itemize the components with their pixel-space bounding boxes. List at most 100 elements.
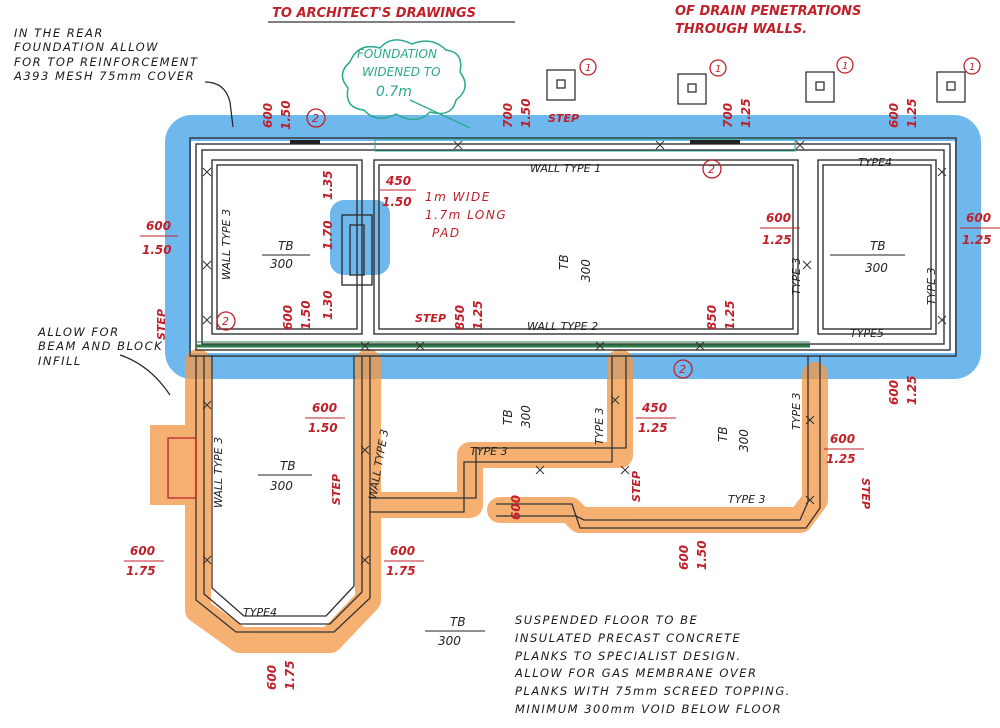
dim-175-front-c: 1.75 (126, 564, 156, 578)
dim-125-right-a: 1.25 (762, 233, 792, 247)
type-4-label-b: TYPE4 (243, 606, 277, 619)
wall-x-marker (202, 315, 212, 325)
dim-175-front-d: 1.75 (386, 564, 416, 578)
wall-x-marker (202, 555, 212, 565)
rear-walls (189, 137, 957, 357)
step-label-f: STEP (859, 478, 872, 509)
wall-x-marker (610, 395, 620, 405)
dim-135: 1.35 (321, 170, 335, 200)
beam-block-note: ALLOW FOR BEAM AND BLOCK INFILL (38, 325, 164, 368)
circle-markers-2 (216, 108, 722, 379)
wall-x-marker (655, 140, 665, 150)
wall-x-marker (202, 167, 212, 177)
tb-4: TB (557, 254, 571, 270)
front-walls (167, 356, 821, 633)
dim-125-b: 1.25 (723, 300, 737, 330)
dim-150-left: 1.50 (142, 243, 172, 257)
dim-850-a: 850 (453, 305, 467, 330)
dim-700-top-b: 700 (721, 103, 735, 128)
dim-125-right-c: 1.25 (905, 375, 919, 405)
dim-600-front-g: 600 (265, 665, 279, 690)
circle-1c: 1 (842, 61, 848, 72)
pad-note-3: PAD (432, 226, 461, 240)
wall-x-marker (360, 445, 370, 455)
circle-markers-1 (579, 56, 981, 77)
dim-700-top-a: 700 (501, 103, 515, 128)
tb-1: TB (278, 239, 294, 253)
wall-x-marker (695, 341, 705, 351)
cloud-text-2: WIDENED TO (362, 65, 441, 79)
tb-1-300: 300 (270, 257, 293, 271)
cloud-text-3: 0.7m (376, 84, 412, 100)
dim-150-top-a: 1.50 (279, 100, 293, 130)
dim-175-front-g: 1.75 (283, 660, 297, 690)
step-label-a: STEP (548, 112, 579, 125)
cloud-text-1: FOUNDATION (357, 47, 437, 61)
dim-600-top-c: 600 (887, 103, 901, 128)
type-3-label-f: TYPE 3 (790, 392, 803, 430)
tb-3-300: 300 (270, 479, 293, 493)
dim-125-top-a: 1.25 (739, 98, 753, 128)
tb-2: TB (870, 239, 886, 253)
step-label-c: STEP (155, 309, 168, 340)
wall-x-marker (620, 465, 630, 475)
wall-type-2-label: WALL TYPE 2 (527, 320, 598, 333)
pad-note-1: 1m WIDE (425, 190, 491, 204)
circle-1a: 1 (585, 63, 591, 74)
tb-5: TB (501, 409, 515, 425)
dim-150-mid: 1.50 (299, 300, 313, 330)
tb-3: TB (280, 459, 296, 473)
rear-foundation-note: IN THE REAR FOUNDATION ALLOW FOR TOP REI… (14, 26, 199, 84)
wall-x-marker (535, 465, 545, 475)
wall-x-marker (805, 415, 815, 425)
step-label-e: STEP (630, 471, 643, 502)
dim-125-front-b: 1.25 (826, 452, 856, 466)
dim-600-right-c: 600 (887, 380, 901, 405)
dim-600-top-a: 600 (261, 103, 275, 128)
dim-600-mid: 600 (281, 305, 295, 330)
tb-5-300: 300 (519, 405, 533, 428)
dim-600-front-c: 600 (130, 544, 155, 558)
circle-2c: 2 (222, 315, 229, 328)
tb-2-300: 300 (865, 261, 888, 275)
tb-legend: TB (450, 615, 466, 629)
wall-x-marker (595, 341, 605, 351)
step-label-d: STEP (330, 474, 343, 505)
type-5-label: TYPE5 (850, 327, 884, 340)
dim-850-b: 850 (705, 305, 719, 330)
wall-x-marker (360, 341, 370, 351)
tb-legend-300: 300 (438, 634, 461, 648)
type-4-label-a: TYPE4 (858, 156, 892, 169)
front-foundation-highlight (150, 349, 828, 653)
wall-type-3-label-a: WALL TYPE 3 (220, 209, 233, 280)
dim-600-right-b: 600 (966, 211, 991, 225)
wall-x-marker (415, 341, 425, 351)
dim-600-front-f: 600 (677, 545, 691, 570)
type-3-label-c: TYPE 3 (470, 445, 508, 458)
tb-4-300: 300 (579, 259, 593, 282)
dim-150-front-f: 1.50 (695, 540, 709, 570)
wall-x-marker (802, 260, 812, 270)
suspended-floor-note: SUSPENDED FLOOR TO BE INSULATED PRECAST … (515, 613, 791, 717)
rear-foundation-highlight (165, 115, 981, 379)
circle-2d: 2 (679, 363, 686, 376)
dim-170: 1.70 (321, 220, 335, 250)
tb-6: TB (716, 426, 730, 442)
circle-1b: 1 (715, 64, 721, 75)
wall-type-1-label: WALL TYPE 1 (530, 162, 601, 175)
dim-450-front: 450 (641, 401, 667, 415)
dim-450-rear: 450 (385, 174, 411, 188)
dim-600-front-d: 600 (390, 544, 415, 558)
type-3-label-b: TYPE 3 (925, 267, 938, 305)
wall-x-marker (795, 140, 805, 150)
wall-x-marker (360, 555, 370, 565)
architects-drawings-text: TO ARCHITECT'S DRAWINGS (272, 6, 476, 21)
beam-block-leader (119, 354, 171, 396)
dim-125-right-b: 1.25 (962, 233, 992, 247)
dim-125-top-b: 1.25 (905, 98, 919, 128)
dim-130: 1.30 (321, 290, 335, 320)
wall-x-marker (937, 167, 947, 177)
wall-x-marker (937, 315, 947, 325)
dim-600-front-a: 600 (312, 401, 337, 415)
